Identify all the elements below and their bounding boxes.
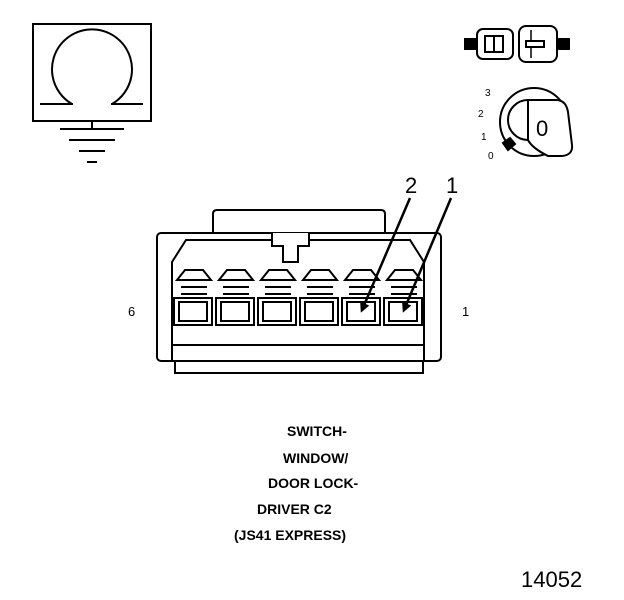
ignition-position-0: 0 bbox=[488, 151, 494, 162]
pin-callout-2: 2 bbox=[405, 173, 418, 198]
pin-callout-1: 1 bbox=[446, 173, 459, 198]
ignition-key-icon bbox=[499, 87, 574, 157]
connector-end-label-right: 1 bbox=[462, 304, 470, 319]
ignition-key-position: 0 bbox=[536, 116, 549, 141]
cavity-3 bbox=[299, 269, 340, 326]
connector-end-label-left: 6 bbox=[128, 304, 136, 319]
connector-body bbox=[156, 209, 442, 374]
pin-2-arrow bbox=[360, 197, 412, 313]
caption-line-3: DOOR LOCK- bbox=[268, 475, 359, 491]
caption-line-1: SWITCH- bbox=[287, 423, 347, 439]
figure-number: 14052 bbox=[521, 567, 583, 592]
ignition-position-2: 2 bbox=[478, 109, 484, 120]
pin-callout-arrows bbox=[360, 197, 453, 313]
ignition-position-3: 3 bbox=[485, 88, 491, 99]
connector-icon bbox=[464, 25, 570, 63]
caption-line-2: WINDOW/ bbox=[283, 450, 349, 466]
cavity-4 bbox=[257, 269, 298, 326]
ignition-position-1: 1 bbox=[481, 132, 487, 143]
cavity-6 bbox=[173, 269, 214, 326]
caption-line-4: DRIVER C2 bbox=[257, 501, 332, 517]
pin-1-arrow bbox=[402, 197, 453, 313]
caption-line-5: (JS41 EXPRESS) bbox=[234, 527, 347, 543]
ground-symbol-icon bbox=[32, 23, 152, 163]
cavity-5 bbox=[215, 269, 256, 326]
